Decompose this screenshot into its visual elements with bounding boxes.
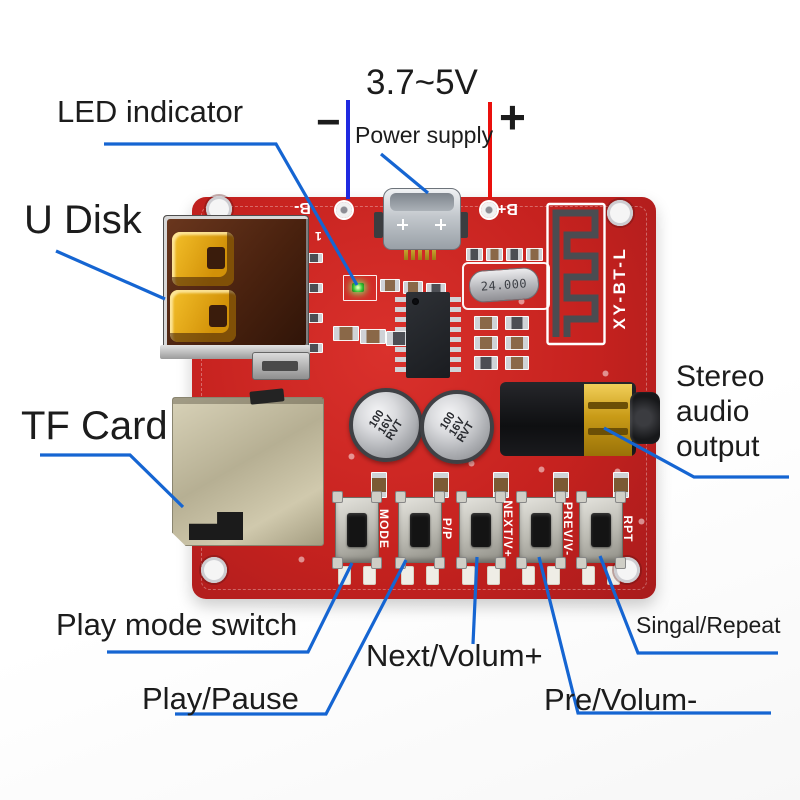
pointer-line-tf-card [40,453,185,509]
micro-usb-opening [390,193,454,211]
led-indicator-label: LED indicator [57,94,244,129]
main-ic [406,292,450,378]
micro-usb-pin [432,246,436,260]
smd-component [505,316,529,330]
plus-sign: + [499,91,526,143]
voltage-label: 3.7~5V [366,63,478,102]
silk-ref-one: 1 [315,229,322,243]
usb-a-contact [172,232,234,286]
led-pad-outline [343,275,377,301]
button-plunger [531,513,551,547]
solder-pad [522,566,535,585]
button-plunger [347,513,367,547]
play-mode-label: Play mode switch [56,607,298,642]
pre-volume-label: Pre/Volum- [544,682,698,717]
crystal-oscillator: 24.000 [467,266,541,304]
usb-a-contact-notch [207,247,225,269]
minus-sign: − [316,98,341,145]
solder-pad [487,566,500,585]
smd-component [474,336,498,350]
silkscreen-dots [0,0,3,3]
play-pause-label: Play/Pause [142,681,299,716]
tf-slot-clip [189,512,243,540]
power-supply-label: Power supply [355,122,494,148]
b-plus-pad-hole [481,202,497,218]
smd-component [505,356,529,370]
smd-component [380,279,400,292]
button-silk-label: PREV/V- [561,501,575,557]
button-plunger [471,513,491,547]
status-led [352,283,364,292]
button-plunger [591,513,611,547]
ic-pin1-dot [412,298,419,305]
usb-a-contact [170,290,236,342]
micro-usb-pin [404,246,408,260]
button-silk-label: MODE [377,509,391,549]
micro-usb-anchor [374,212,383,238]
mounting-hole-top-right [607,200,633,226]
tf-slot-edge [173,398,323,404]
micro-usb-stamp [397,219,408,230]
smd-component [333,326,359,341]
smd-component [466,248,483,261]
smd-component [505,336,529,350]
smd-component [360,329,386,344]
micro-usb-pin [418,246,422,260]
tactile-button-next [456,491,506,569]
b-minus-pad-hole [336,202,352,218]
button-silk-label: RPT [621,515,635,543]
crystal-frequency: 24.000 [480,276,528,294]
tf-card-slot [172,397,324,546]
button-silk-label: P/P [440,517,454,541]
tactile-button-play-pause [395,491,445,569]
tf-card-label: TF Card [21,404,168,448]
micro-usb-connector [383,188,461,250]
audio-jack-gold-contact [584,384,632,456]
micro-usb-anchor [459,212,468,238]
usb-a-shell-clip [252,352,310,380]
u-disk-label: U Disk [24,198,142,242]
usb-a-clip-slot [262,361,298,371]
button-silk-label: NEXT/V+ [501,500,515,558]
ic-pins-right [450,297,461,375]
usb-a-contact-notch [209,305,227,327]
micro-usb-pin [411,246,415,260]
signal-repeat-label: Singal/Repeat [636,612,781,638]
usb-a-connector [163,215,309,349]
audio-jack-barrel [630,392,660,444]
button-plunger [410,513,430,547]
solder-pad [426,566,439,585]
model-silk-label: XY-BT-L [610,246,629,330]
pointer-line-u-disk [55,249,166,301]
smd-component [474,356,498,370]
micro-usb-pin [425,246,429,260]
tactile-button-mode [332,491,382,569]
smd-component [486,248,503,261]
stereo-output-label: Stereo audio output [676,360,765,463]
smd-component [506,248,523,261]
tactile-button-repeat [576,491,626,569]
b-plus-silk-label: B+ [497,200,518,217]
b-minus-silk-label: B- [294,199,311,216]
tactile-button-prev [516,491,566,569]
micro-usb-stamp [435,219,446,230]
smd-component [474,316,498,330]
next-volume-label: Next/Volum+ [366,638,543,673]
smd-component [526,248,543,261]
mounting-hole-bottom-left [201,557,227,583]
